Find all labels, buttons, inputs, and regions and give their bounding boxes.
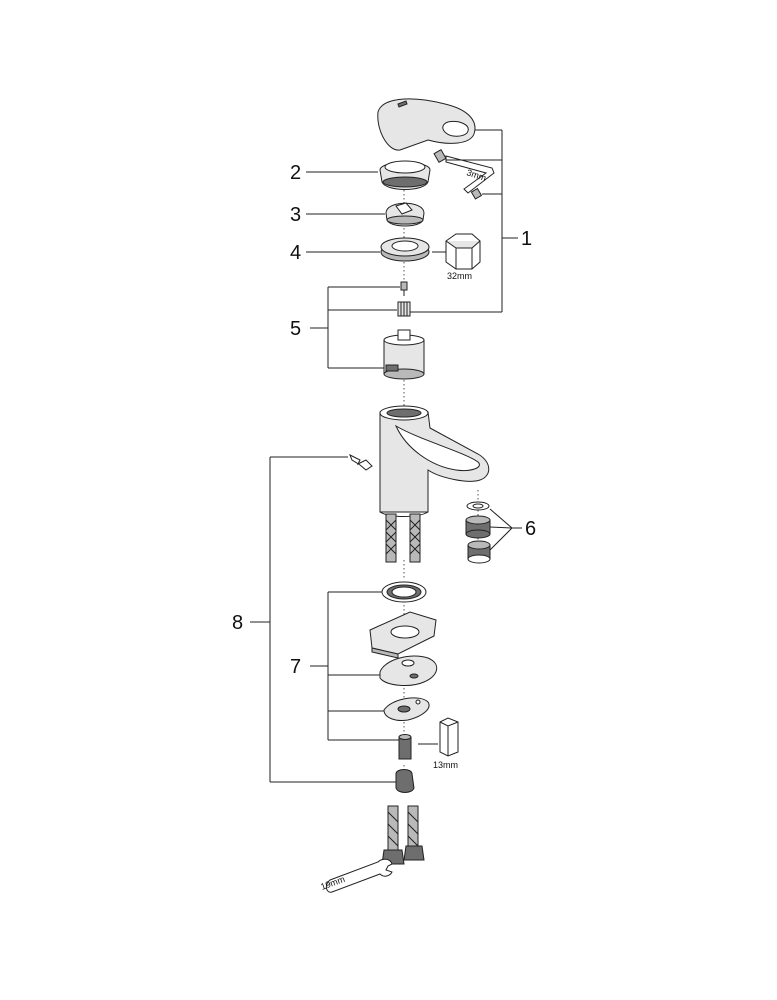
supply-hoses-lower	[381, 805, 425, 865]
callout-8: 8	[232, 612, 243, 634]
wrench-19mm: 19mm	[319, 858, 393, 893]
callout-4: 4	[290, 242, 301, 264]
adapter-spindle	[397, 301, 411, 317]
lever-handle	[377, 98, 476, 151]
metal-fixing-plate	[383, 697, 430, 721]
leader-lines	[250, 129, 522, 783]
callout-6: 6	[525, 518, 536, 540]
wrench-13mm-label: 13mm	[433, 760, 458, 770]
aerator-insert	[465, 515, 491, 539]
fixing-nut	[398, 734, 412, 760]
pop-up-rod-weight	[395, 769, 415, 793]
callout-2: 2	[290, 162, 301, 184]
screw-small	[470, 187, 483, 200]
set-screw	[433, 148, 447, 164]
cap-ring	[379, 160, 431, 190]
callout-1: 1	[521, 228, 532, 250]
faucet-body	[379, 405, 490, 517]
rubber-gasket-plate	[369, 611, 437, 659]
callout-3: 3	[290, 204, 301, 226]
supply-hoses-upper	[385, 513, 421, 563]
limit-stop-ring	[385, 202, 425, 227]
wrench-13mm-socket: 13mm	[418, 717, 459, 770]
aerator-housing	[467, 540, 491, 564]
horseshoe-washer	[379, 655, 438, 686]
wrench-32mm-label: 32mm	[447, 271, 472, 281]
o-ring-seal	[381, 581, 427, 603]
callout-7: 7	[290, 656, 301, 678]
aerator-washer	[466, 501, 490, 511]
small-screw	[400, 281, 408, 296]
pop-up-rod-lever	[349, 453, 373, 471]
wrench-32mm-socket: 32mm	[432, 233, 481, 281]
cartridge-nut	[380, 237, 430, 262]
allen-key: 3mm	[445, 155, 495, 194]
callout-5: 5	[290, 318, 301, 340]
ceramic-cartridge	[383, 329, 425, 380]
